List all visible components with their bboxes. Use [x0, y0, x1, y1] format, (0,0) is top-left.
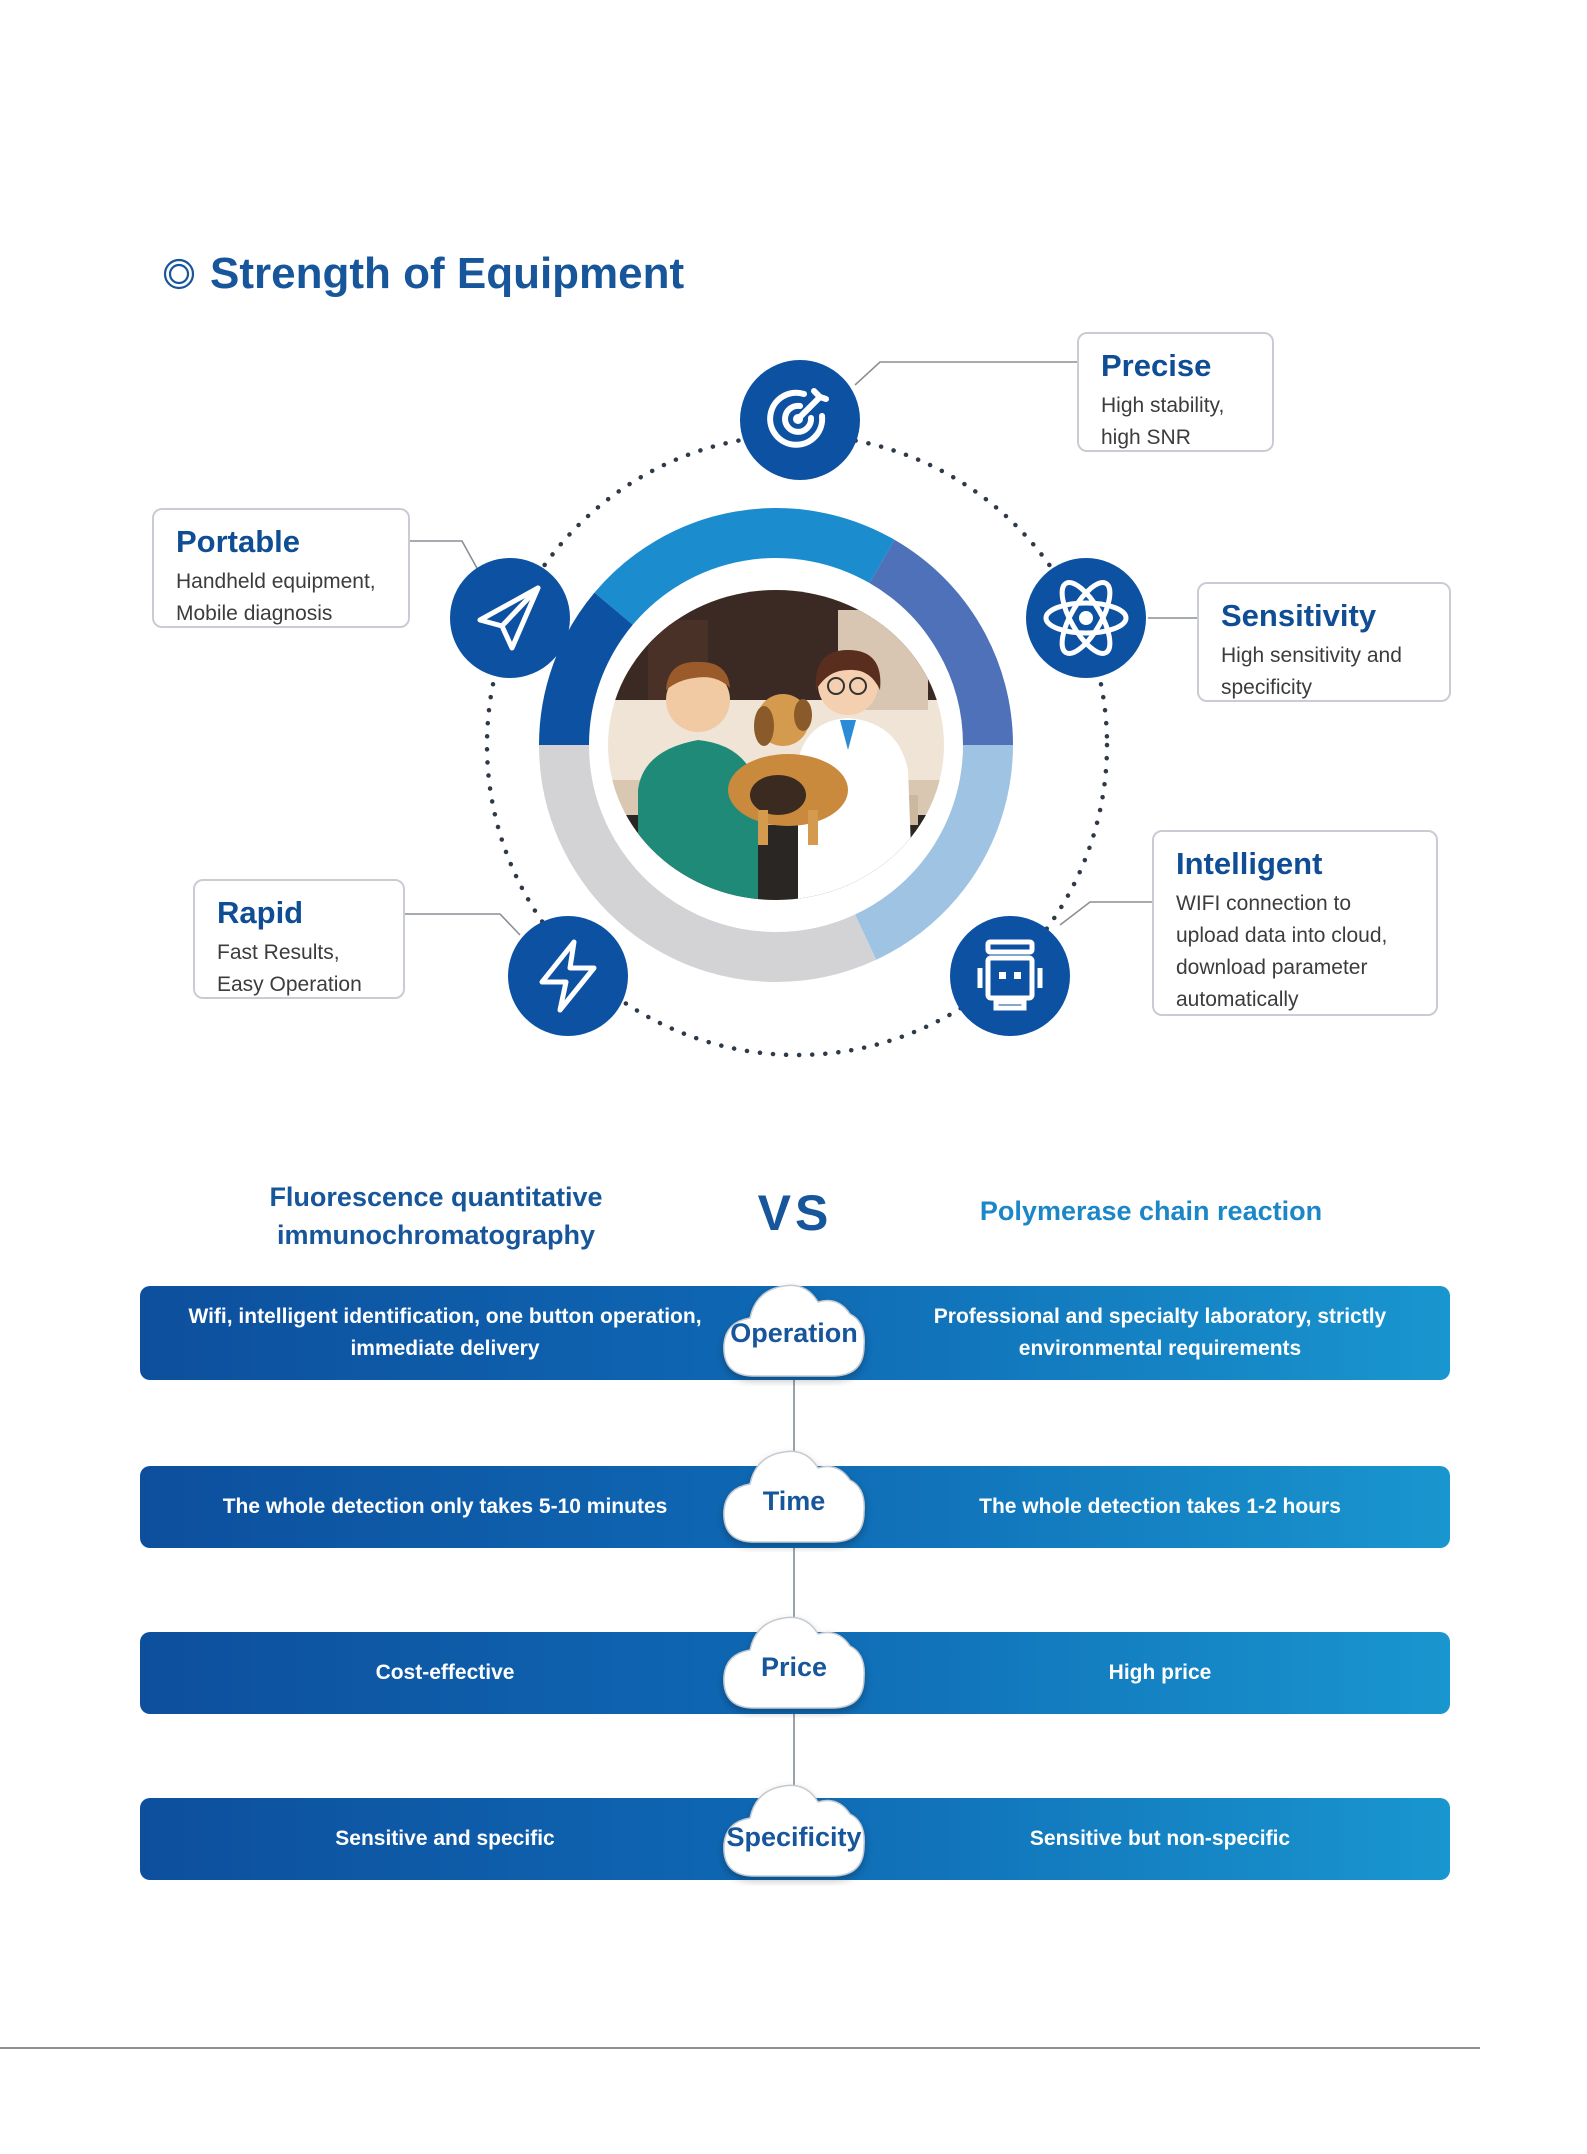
feature-card-rapid: Rapid Fast Results,Easy Operation: [193, 879, 405, 999]
right-value: The whole detection takes 1-2 hours: [979, 1495, 1341, 1518]
left-value: The whole detection only takes 5-10 minu…: [222, 1495, 668, 1518]
feature-title: Intelligent: [1176, 846, 1323, 881]
right-value: Sensitive but non-specific: [1029, 1827, 1291, 1850]
right-value: High price: [1108, 1661, 1212, 1684]
feature-title: Precise: [1101, 348, 1212, 383]
cloud-badge-price: Price: [714, 1598, 874, 1718]
atom-icon: [1026, 558, 1146, 678]
cloud-label: Price: [760, 1652, 828, 1682]
cloud-badge-specificity: Specificity: [714, 1766, 874, 1886]
feature-title: Sensitivity: [1221, 598, 1377, 633]
footer-divider: [0, 2047, 1480, 2049]
cloud-badge-time: Time: [714, 1432, 874, 1552]
vs-label: VS: [757, 1185, 833, 1241]
concentric-circle-icon: [163, 258, 195, 290]
cloud-label: Specificity: [726, 1822, 862, 1852]
paper-plane-icon: [450, 558, 570, 678]
timeline-line: [793, 1370, 795, 1820]
lightning-icon: [508, 916, 628, 1036]
section-title: Strength of Equipment: [210, 249, 685, 298]
robot-icon: [950, 916, 1070, 1036]
donut-segment: [869, 539, 1013, 746]
target-icon: [740, 360, 860, 480]
feature-title: Portable: [176, 524, 301, 559]
feature-desc: Handheld equipment,Mobile diagnosis: [176, 570, 376, 625]
cloud-label: Operation: [730, 1318, 858, 1348]
feature-desc: High stability,high SNR: [1101, 394, 1225, 449]
feature-card-portable: Portable Handheld equipment,Mobile diagn…: [152, 508, 410, 628]
section-header: Strength of Equipment: [163, 252, 684, 296]
left-value: Cost-effective: [375, 1661, 515, 1684]
feature-card-precise: Precise High stability,high SNR: [1077, 332, 1274, 452]
connector-precise: [854, 361, 1080, 386]
donut-ring: [539, 508, 1013, 982]
cloud-badge-operation: Operation: [714, 1266, 874, 1386]
dotted-orbit: [484, 432, 1110, 1058]
connector-portable: [410, 540, 479, 571]
left-method-heading: Fluorescence quantitative immunochromato…: [269, 1182, 603, 1250]
feature-title: Rapid: [217, 895, 304, 930]
connector-intelligent: [1059, 901, 1152, 926]
donut-segment: [854, 744, 1013, 960]
right-method-heading: Polymerase chain reaction: [979, 1196, 1323, 1226]
left-value: Sensitive and specific: [335, 1827, 555, 1850]
connector-rapid: [405, 913, 521, 936]
donut-segment: [594, 508, 895, 626]
donut-segment: [539, 592, 634, 746]
feature-desc: Fast Results,Easy Operation: [217, 941, 362, 996]
left-value: Wifi, intelligent identification, one bu…: [188, 1305, 702, 1360]
cloud-label: Time: [762, 1486, 826, 1516]
donut-segment: [539, 744, 877, 982]
right-value: Professional and specialty laboratory, s…: [933, 1305, 1387, 1360]
